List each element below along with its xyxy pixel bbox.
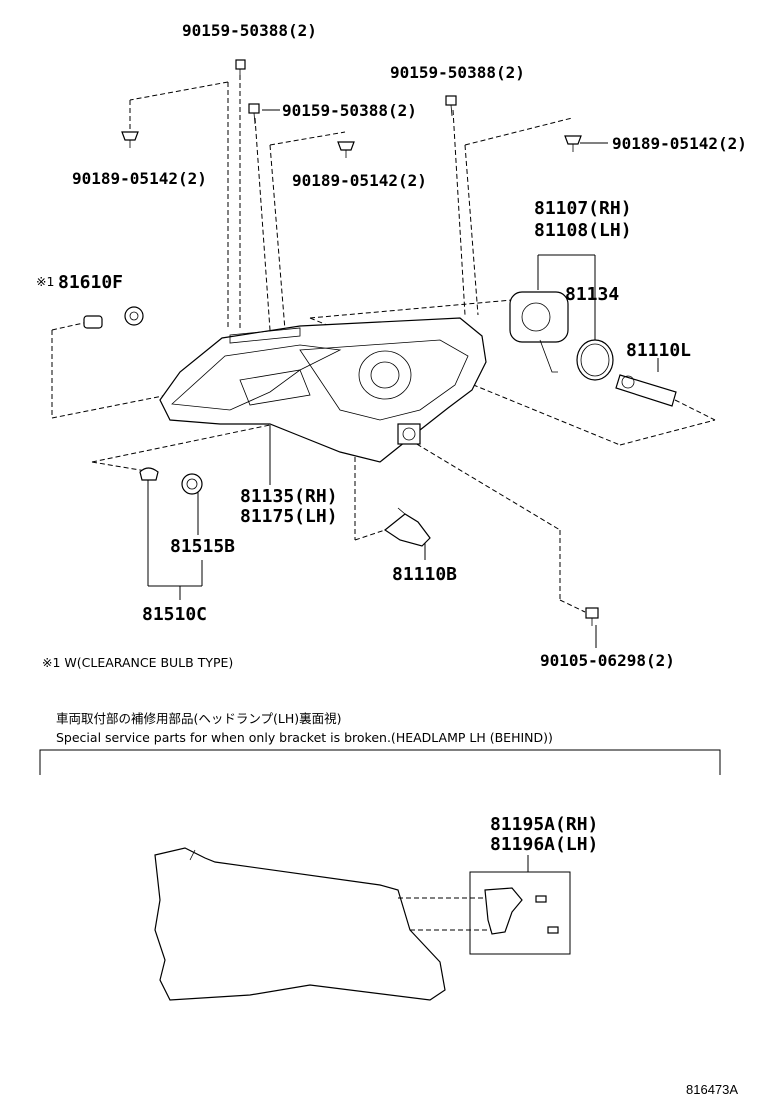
bracket-icon	[484, 887, 559, 935]
screw-bottom-icon	[585, 607, 599, 626]
label-socket-assy: 81510C	[142, 604, 207, 625]
label-screw-top: 90159-50388(2)	[182, 21, 317, 40]
label-socket-rh: 81107(RH)	[534, 198, 632, 219]
footnote: ※1 W(CLEARANCE BULB TYPE)	[42, 655, 233, 670]
screw-top-icon	[235, 59, 246, 80]
clip-left-icon	[121, 131, 139, 148]
headlamp-unit-icon	[159, 317, 487, 463]
section-divider	[39, 749, 721, 775]
bracket-detail-box	[398, 871, 571, 955]
clip-right-icon	[564, 135, 582, 152]
side-bulb-icon	[139, 467, 159, 481]
label-unit-lh: 81175(LH)	[240, 506, 338, 527]
side-socket-icon	[181, 473, 203, 495]
label-screw-mid: 90159-50388(2)	[282, 101, 417, 120]
rear-socket-icon	[509, 291, 569, 373]
hid-bulb-icon	[615, 374, 677, 407]
oring-icon	[576, 339, 614, 381]
label-side-socket: 81515B	[170, 536, 235, 557]
label-clip-left: 90189-05142(2)	[72, 169, 207, 188]
label-clip-mid: 90189-05142(2)	[292, 171, 427, 190]
label-hid-bulb: 81110L	[626, 340, 691, 361]
h-bulb-icon	[383, 507, 431, 547]
label-screw-right: 90159-50388(2)	[390, 63, 525, 82]
label-clearance-mark: ※1	[36, 274, 54, 289]
label-clearance-bulb: 81610F	[58, 272, 123, 293]
clearance-bulb-icon	[83, 315, 103, 329]
label-bracket-lh: 81196A(LH)	[490, 834, 598, 855]
caption-english: Special service parts for when only brac…	[56, 730, 553, 745]
label-h-bulb: 81110B	[392, 564, 457, 585]
clearance-socket-icon	[124, 306, 144, 326]
label-clip-right: 90189-05142(2)	[612, 134, 747, 153]
label-oring: 81134	[565, 284, 619, 305]
label-unit-rh: 81135(RH)	[240, 486, 338, 507]
screw-right-icon	[445, 95, 457, 117]
label-screw-bottom: 90105-06298(2)	[540, 651, 675, 670]
label-socket-lh: 81108(LH)	[534, 220, 632, 241]
label-bracket-rh: 81195A(RH)	[490, 814, 598, 835]
screw-mid-icon	[248, 103, 260, 125]
caption-japanese: 車両取付部の補修用部品(ヘッドランプ(LH)裏面視)	[56, 711, 342, 726]
drawing-reference: 816473A	[686, 1082, 738, 1097]
clip-mid-icon	[337, 141, 355, 158]
headlamp-rear-outline-icon	[154, 847, 446, 1001]
